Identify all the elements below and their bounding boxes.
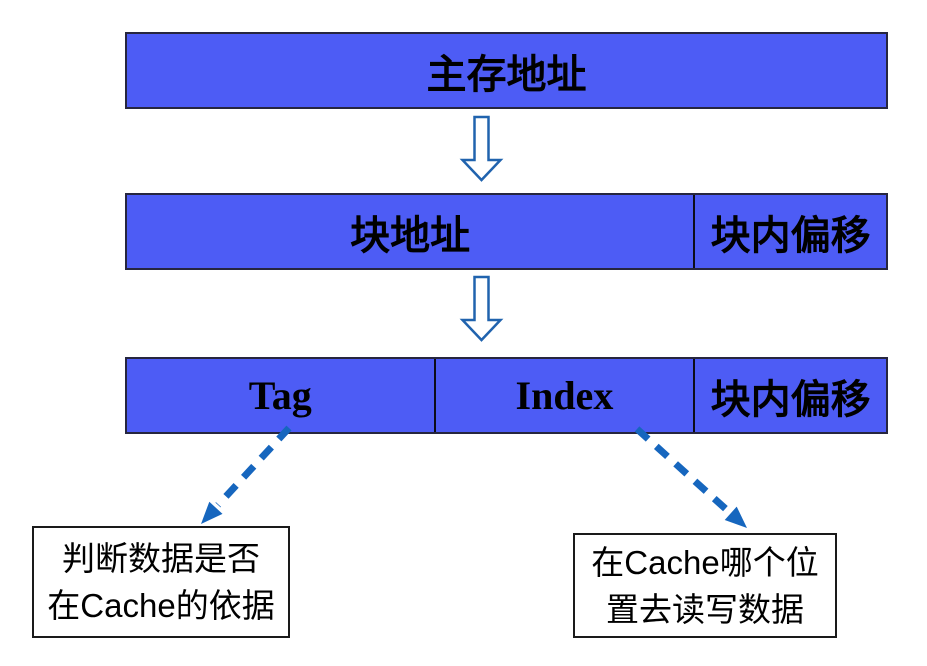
bar-main-memory-address: 主存地址 <box>125 32 888 109</box>
cell-block-address: 块地址 <box>350 212 471 258</box>
bar-tag-index-offset: Tag Index 块内偏移 <box>125 357 888 434</box>
callout-tag-purpose: 判断数据是否 在Cache的依据 <box>32 526 290 638</box>
down-arrow-icon-2 <box>459 275 504 342</box>
callout-tag-line-1: 判断数据是否 <box>62 540 260 577</box>
cell-main-memory-address: 主存地址 <box>426 51 587 97</box>
callout-tag-line-2: 在Cache的依据 <box>47 587 275 624</box>
bar-block-address: 块地址 块内偏移 <box>125 193 888 270</box>
cell-block-offset: 块内偏移 <box>693 195 886 268</box>
cell-tag: Tag <box>248 373 312 418</box>
cell-index: Index <box>433 359 694 432</box>
cell-block-offset-2: 块内偏移 <box>693 359 886 432</box>
callout-index-line-2: 置去读写数据 <box>606 590 804 628</box>
callout-index-line-1: 在Cache哪个位 <box>591 543 819 581</box>
dashed-arrow-index-icon <box>634 426 747 528</box>
down-arrow-icon-1 <box>459 115 504 182</box>
callout-index-purpose: 在Cache哪个位 置去读写数据 <box>573 533 837 638</box>
dashed-arrow-tag-icon <box>201 425 292 524</box>
